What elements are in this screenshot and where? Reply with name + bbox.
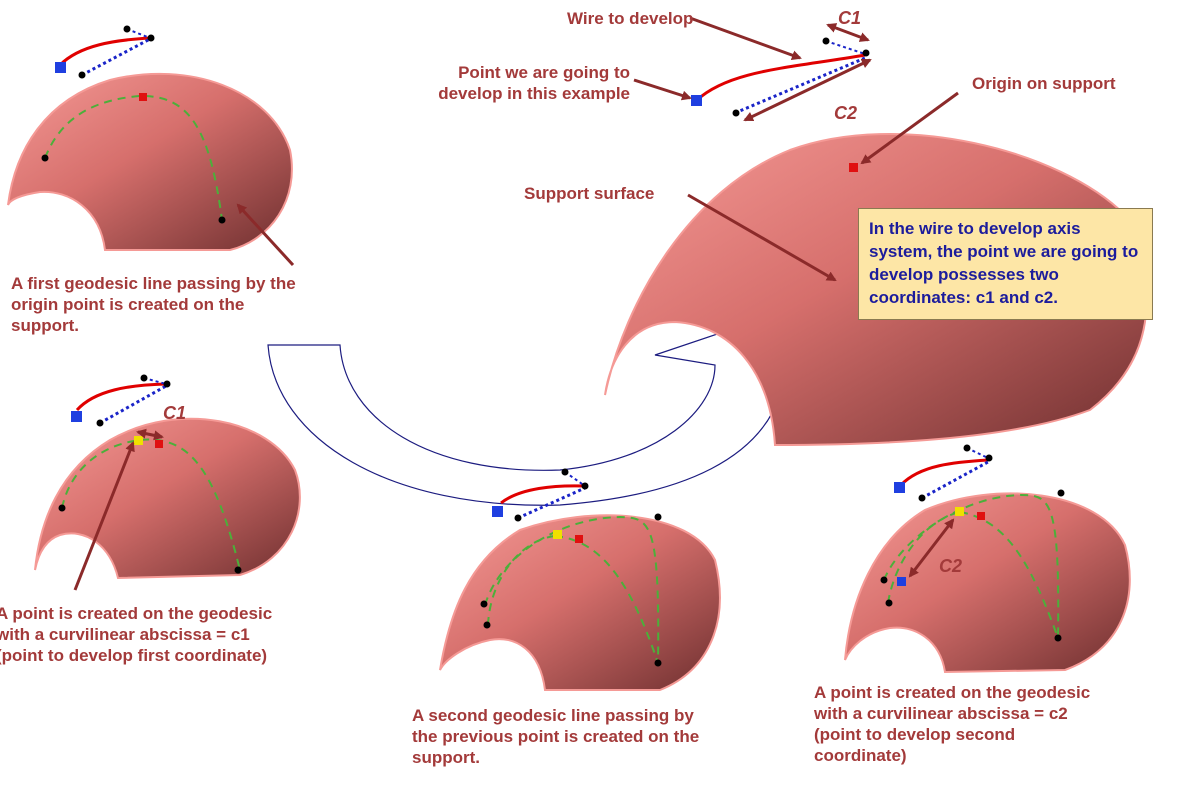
info-box: In the wire to develop axis system, the … — [858, 208, 1153, 320]
label-c1-step2: C1 — [163, 403, 186, 424]
label-c2-top: C2 — [834, 103, 857, 124]
label-wire-to-develop: Wire to develop — [567, 8, 693, 29]
label-origin-on-support: Origin on support — [972, 73, 1116, 94]
origin-point-main — [849, 163, 858, 172]
arrow-wire — [690, 18, 800, 58]
label-second-geodesic: A second geodesic line passing by the pr… — [412, 705, 699, 768]
arrow-point — [634, 80, 690, 98]
label-first-geodesic: A first geodesic line passing by the ori… — [11, 273, 296, 336]
flow-arrow-icon — [268, 318, 780, 505]
label-point-to-develop: Point we are going to develop in this ex… — [406, 62, 630, 104]
point-to-develop-marker — [691, 95, 702, 106]
label-support-surface: Support surface — [524, 183, 654, 204]
step4-surface — [845, 445, 1130, 673]
label-point-c1: A point is created on the geodesic with … — [0, 603, 272, 666]
label-c2-step4: C2 — [939, 556, 962, 577]
label-point-c2: A point is created on the geodesic with … — [814, 682, 1090, 766]
label-c1-top: C1 — [838, 8, 861, 29]
